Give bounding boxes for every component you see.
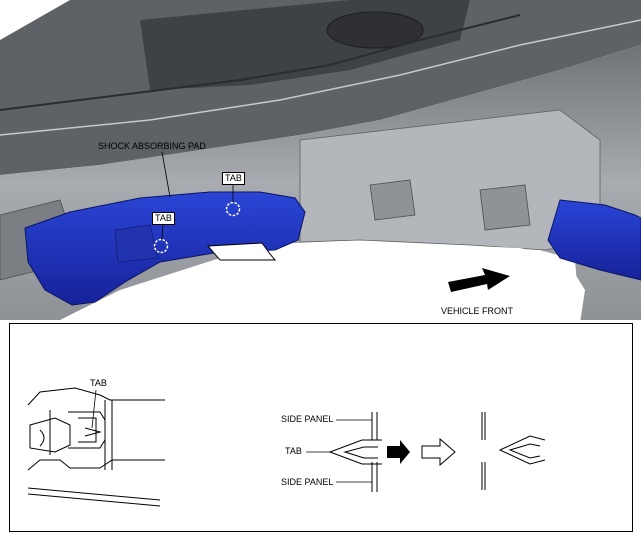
pad-label: SHOCK ABSORBING PAD (98, 141, 206, 151)
pad-embossing (114, 224, 159, 263)
vehicle-front-arrow (448, 268, 510, 292)
tab-label-lower: TAB (152, 212, 175, 225)
side-panel-bottom-label: SIDE PANEL (281, 477, 334, 487)
vehicle-body-illustration (0, 0, 641, 323)
tab-lower-leader-line (161, 222, 164, 240)
clip-tab-label: TAB (285, 446, 302, 456)
tab-label-upper: TAB (222, 172, 245, 185)
roof-rail-line (0, 14, 521, 111)
detail-view (9, 323, 633, 532)
roof-edge-line (0, 19, 641, 136)
shock-absorbing-pad (24, 191, 306, 306)
pad-tab-piece (206, 242, 277, 261)
vehicle-front-label: VEHICLE FRONT (441, 306, 514, 316)
side-panel-top-label: SIDE PANEL (281, 414, 334, 424)
bracket-1 (369, 179, 416, 221)
roof-hole (326, 11, 424, 49)
shock-absorbing-pad-right (547, 199, 641, 281)
bracket-2 (479, 184, 531, 231)
tab-marker-lower (153, 238, 169, 254)
detail-tab-label: TAB (90, 378, 107, 388)
pad-leader-line (161, 151, 171, 198)
door-opening (60, 244, 585, 323)
tab-marker-upper (225, 201, 241, 217)
